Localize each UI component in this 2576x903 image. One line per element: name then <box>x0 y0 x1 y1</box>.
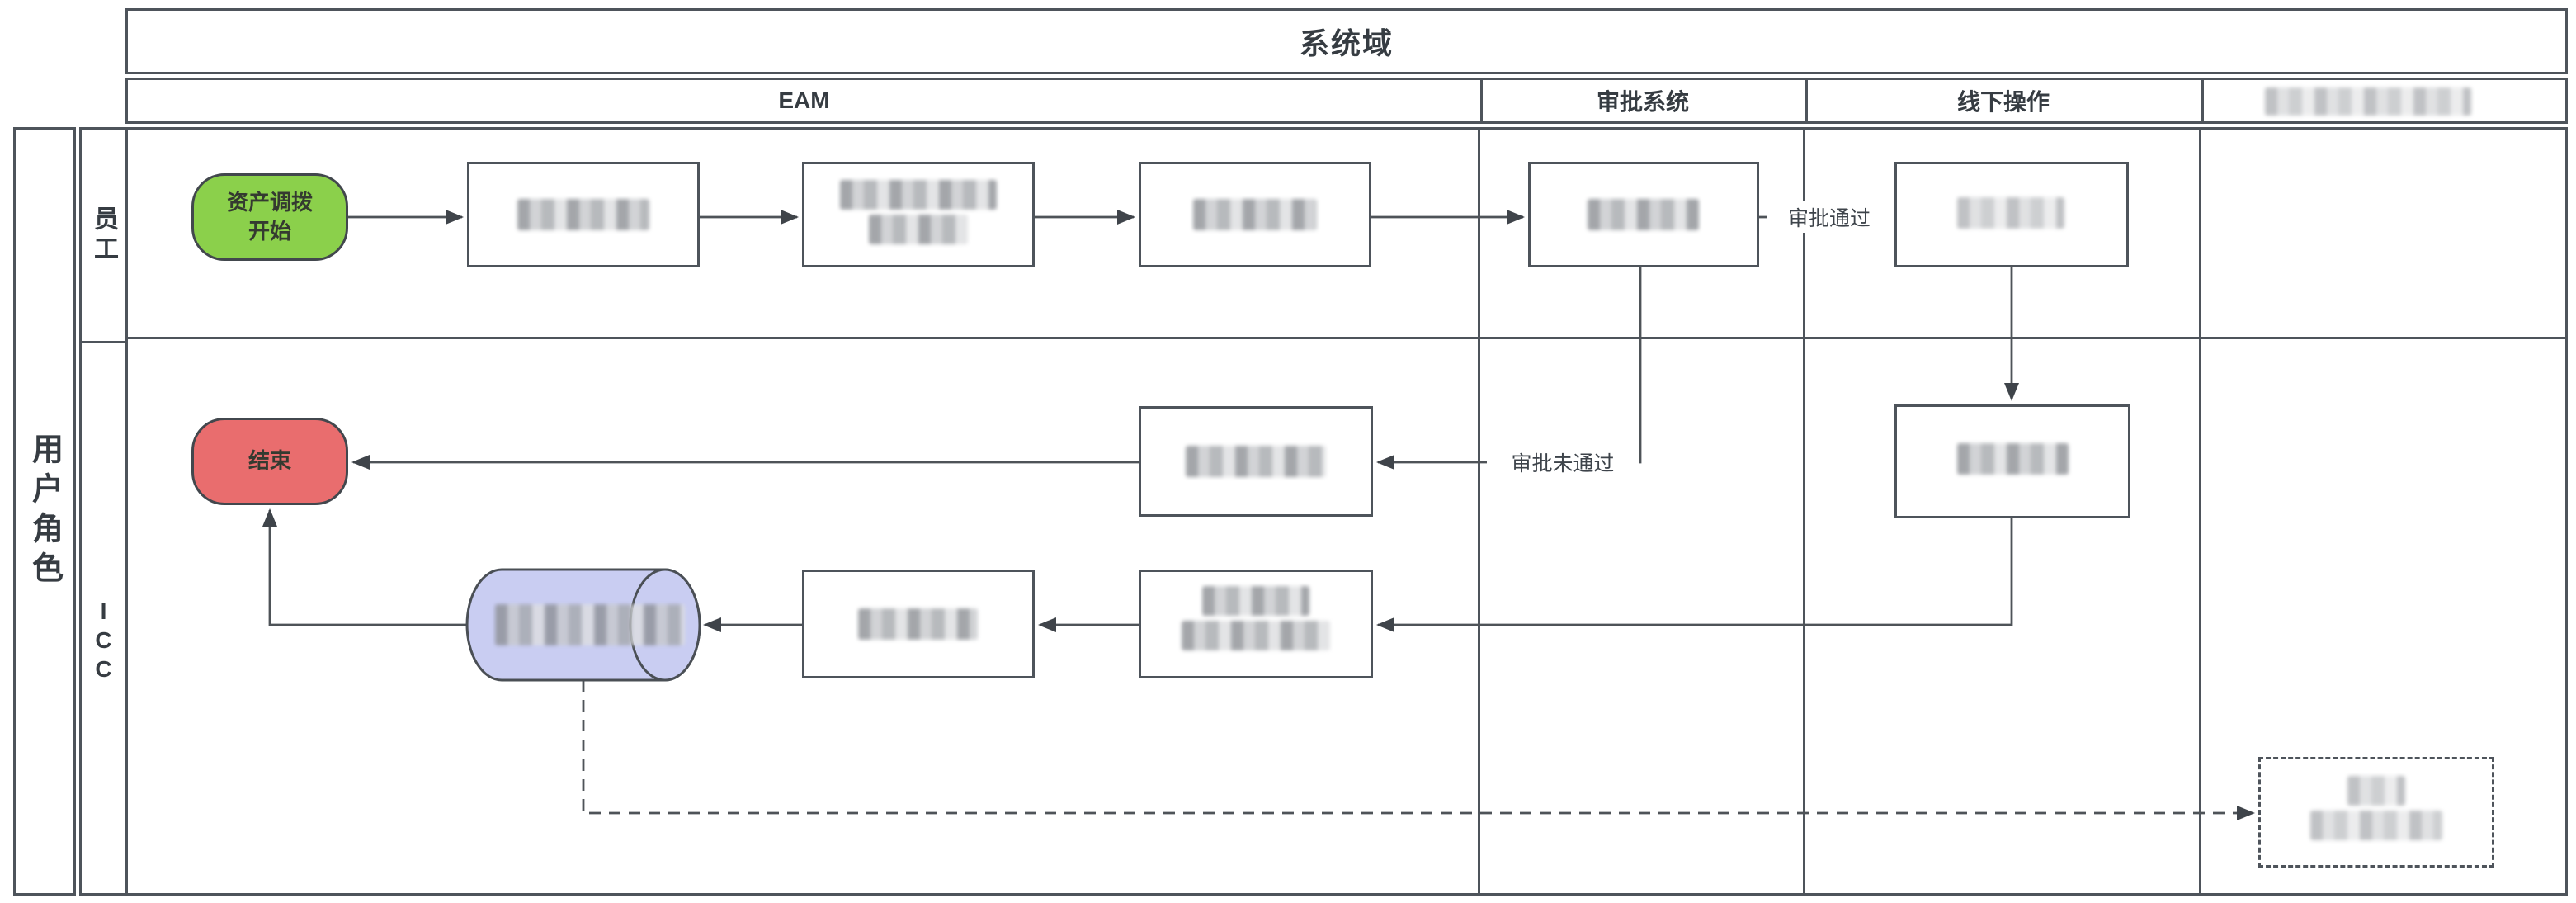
redacted-text <box>1957 443 2069 475</box>
end-node-label: 结束 <box>248 448 291 474</box>
redacted-text <box>1957 197 2064 229</box>
redacted-text <box>1186 446 1326 477</box>
redacted-text <box>869 215 968 244</box>
redacted-text <box>840 180 997 210</box>
role-row-employee: 员工 <box>82 130 125 341</box>
system-columns-header: EAM 审批系统 线下操作 <box>125 78 2568 124</box>
role-row-icc: ICC <box>82 559 125 724</box>
icc-label: ICC <box>91 598 116 685</box>
user-role-band: 用户角色 <box>13 127 76 896</box>
redacted-text <box>1193 199 1317 230</box>
redacted-text-datastore <box>495 604 685 645</box>
redacted-text <box>1182 621 1330 650</box>
lane-divider-offline-sap <box>2199 127 2201 896</box>
role-row-divider <box>82 341 125 343</box>
edge-label-approved: 审批通过 <box>1767 201 1891 233</box>
user-role-label: 用户角色 <box>26 432 62 591</box>
column-header-eam: EAM <box>778 87 830 113</box>
column-divider <box>1480 80 1483 121</box>
column-header-sap-redacted <box>2265 87 2471 116</box>
start-node-label: 资产调拨 开始 <box>226 189 313 243</box>
column-divider <box>2201 80 2204 121</box>
column-header-offline-operation: 线下操作 <box>1956 89 2050 115</box>
employee-label: 员工 <box>90 206 117 265</box>
lane-divider-eam-approval <box>1478 127 1480 896</box>
redacted-text <box>1588 199 1699 230</box>
start-node: 资产调拨 开始 <box>191 173 348 261</box>
edge-label-rejected: 审批未通过 <box>1487 447 1639 478</box>
redacted-text <box>1202 586 1309 616</box>
redacted-text <box>2310 811 2442 840</box>
column-header-approval-system: 审批系统 <box>1596 89 1689 115</box>
role-rows-band: 员工 ICC <box>79 127 127 896</box>
redacted-text <box>858 608 978 640</box>
row-divider-employee-icc <box>125 337 2568 339</box>
column-divider <box>1805 80 1808 121</box>
redacted-text <box>517 199 649 230</box>
end-node: 结束 <box>191 418 348 505</box>
redacted-text <box>2347 776 2405 806</box>
system-domain-title: 系统域 <box>1299 26 1394 60</box>
lane-divider-approval-offline <box>1803 127 1805 896</box>
system-domain-header: 系统域 <box>125 8 2568 74</box>
